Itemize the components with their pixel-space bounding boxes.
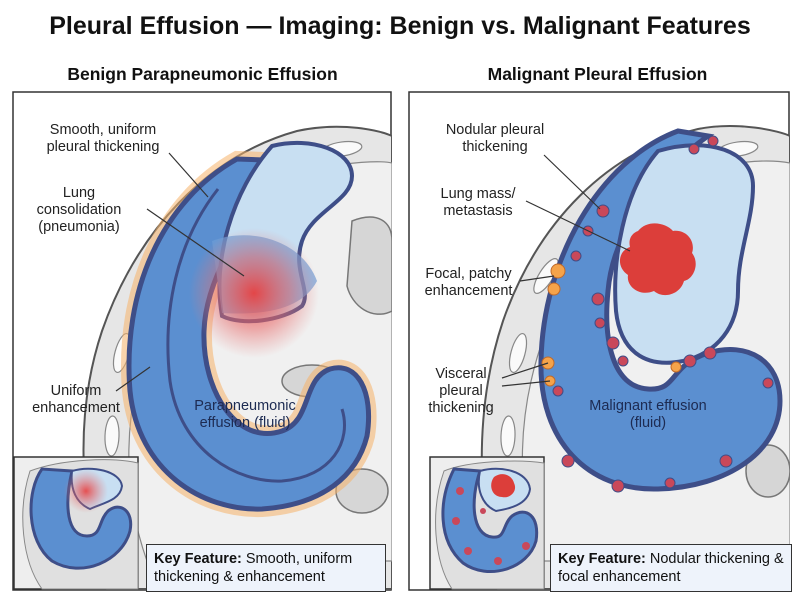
left-panel-title: Benign Parapneumonic Effusion	[67, 64, 338, 84]
pleural-nodules	[541, 135, 774, 493]
label-lung-mass: Lung mass/ metastasis	[440, 186, 516, 219]
figure-title: Pleural Effusion — Imaging: Benign vs. M…	[49, 12, 751, 40]
lung-mass	[619, 223, 696, 296]
label-malignant-effusion: Malignant effusion (fluid)	[589, 398, 707, 431]
key-feature-text: Smooth, uniform thickening & enhancement	[154, 551, 353, 585]
key-feature-text: Nodular thickening & focal enhancement	[558, 551, 784, 585]
leader-lines	[501, 154, 631, 387]
inset-image	[13, 456, 139, 590]
label-consolidation: Lung consolidation (pneumonia)	[36, 185, 122, 235]
inset-image	[429, 456, 545, 590]
leader-lines	[115, 152, 245, 392]
label-uniform-enhancement: Uniform enhancement	[32, 383, 120, 416]
malignant-key-feature: Key Feature: Nodular thickening & focal …	[550, 544, 792, 592]
consolidation	[189, 228, 319, 358]
label-focal-enhancement: Focal, patchy enhancement	[424, 266, 513, 299]
visceral-pleura	[166, 188, 346, 483]
label-parapneumonic-effusion: Parapneumonic effusion (fluid)	[194, 398, 296, 431]
key-feature-label: Key Feature:	[154, 551, 242, 567]
pleural-fluid	[538, 128, 783, 492]
mediastinum	[745, 444, 790, 498]
label-smooth-thickening: Smooth, uniform pleural thickening	[46, 122, 160, 155]
right-panel-title: Malignant Pleural Effusion	[487, 64, 708, 84]
benign-key-feature: Key Feature: Smooth, uniform thickening …	[146, 544, 386, 592]
malignant-diagram	[408, 91, 790, 591]
label-nodular-thickening: Nodular pleural thickening	[445, 122, 545, 155]
benign-diagram	[12, 91, 392, 591]
label-visceral-thickening: Visceral pleural thickening	[428, 366, 494, 416]
key-feature-label: Key Feature:	[558, 551, 646, 567]
